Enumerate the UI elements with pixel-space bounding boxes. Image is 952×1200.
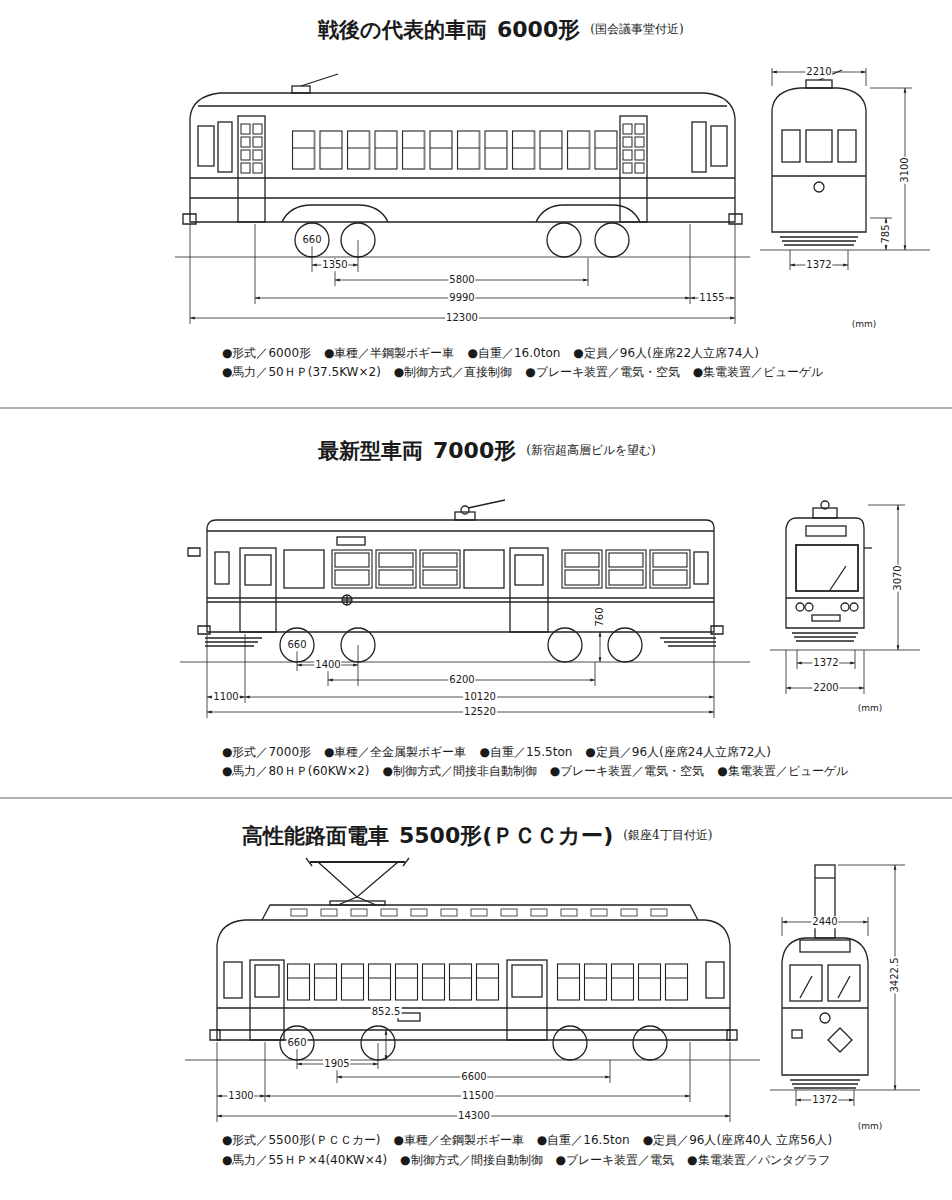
spec-item: ●ブレーキ装置／電気 — [556, 1154, 674, 1168]
dimension: 12520 — [463, 706, 497, 718]
heading: 高性能路面電車 — [242, 824, 389, 848]
spec-item: ●自重／15.5ton — [480, 746, 573, 760]
dimension: 660 — [286, 1037, 307, 1049]
spec-item: ●車種／半鋼製ボギー車 — [324, 347, 454, 361]
dimension: 2210 — [805, 66, 832, 78]
spec-item: ●ブレーキ装置／電気・空気 — [550, 765, 704, 779]
model-number: 7000形 — [433, 438, 516, 463]
spec-item: ●馬力／50ＨＰ(37.5KW×2) — [222, 366, 381, 380]
dimension: 1372 — [811, 1094, 838, 1106]
spec-item: ●馬力／55ＨＰ×4(40KW×4) — [222, 1154, 387, 1168]
location-note: (銀座4丁目付近) — [623, 829, 712, 843]
dimension: 10120 — [463, 691, 497, 703]
dimension: 2200 — [812, 682, 839, 694]
dimension: 9990 — [448, 292, 475, 304]
dimension: 1372 — [805, 259, 832, 271]
spec-item: ●集電装置／ビューゲル — [693, 366, 823, 380]
dimension: 1100 — [212, 691, 239, 703]
dimension: 6600 — [460, 1071, 487, 1083]
unit-note: (mm) — [857, 703, 884, 713]
spec-item: ●定員／96人(座席40人 立席56人) — [643, 1134, 832, 1148]
spec-item: ●車種／全鋼製ボギー車 — [393, 1134, 523, 1148]
heading: 戦後の代表的車両 — [318, 18, 487, 42]
spec-item: ●定員／96人(座席24人立席72人) — [585, 746, 771, 760]
dimension: 3100 — [899, 156, 911, 183]
spec-item: ●制御方式／間接非自動制御 — [382, 765, 536, 779]
dimension: 5800 — [448, 274, 475, 286]
heading: 最新型車両 — [318, 439, 423, 463]
spec-item: ●自重／16.5ton — [537, 1134, 630, 1148]
dimension: 12300 — [445, 312, 479, 324]
spec-item: ●形式／6000形 — [222, 347, 311, 361]
spec-item: ●形式／7000形 — [222, 746, 311, 760]
dimension: 6200 — [448, 674, 475, 686]
dimension: 1372 — [812, 657, 839, 669]
model-number: 6000形 — [497, 17, 580, 42]
unit-note: (mm) — [851, 319, 878, 329]
dimension: 2440 — [811, 916, 838, 928]
spec-item: ●制御方式／直接制御 — [394, 366, 512, 380]
spec-item: ●自重／16.0ton — [468, 347, 561, 361]
dimension: 14300 — [457, 1110, 491, 1122]
dimension: 660 — [301, 234, 322, 246]
dimension: 3070 — [892, 564, 904, 591]
unit-note: (mm) — [857, 1121, 884, 1131]
dimension: 11500 — [461, 1090, 495, 1102]
dimension: 1300 — [227, 1090, 254, 1102]
dimension: 1905 — [323, 1058, 350, 1070]
dimension: 660 — [286, 639, 307, 651]
dimension: 1350 — [321, 259, 348, 271]
spec-item: ●集電装置／ビューゲル — [717, 765, 847, 779]
spec-item: ●制御方式／間接自動制御 — [400, 1154, 542, 1168]
dimension: 3422.5 — [889, 957, 901, 994]
spec-item: ●車種／全金属製ボギー車 — [324, 746, 466, 760]
spec-item: ●形式／5500形(ＰＣＣカー) — [222, 1134, 380, 1148]
dimension: 760 — [594, 606, 606, 627]
dimension: 785 — [880, 223, 892, 244]
dimension: 1155 — [698, 292, 725, 304]
location-note: (新宿超高層ビルを望む) — [526, 444, 655, 458]
spec-item: ●集電装置／パンタグラフ — [687, 1154, 829, 1168]
location-note: (国会議事堂付近) — [590, 23, 683, 37]
dimension: 1400 — [314, 659, 341, 671]
spec-item: ●馬力／80ＨＰ(60KW×2) — [222, 765, 369, 779]
dimension: 852.5 — [371, 1006, 402, 1018]
model-number: 5500形(ＰＣＣカー) — [399, 823, 613, 848]
spec-item: ●ブレーキ装置／電気・空気 — [525, 366, 679, 380]
spec-item: ●定員／96人(座席22人立席74人) — [573, 347, 759, 361]
